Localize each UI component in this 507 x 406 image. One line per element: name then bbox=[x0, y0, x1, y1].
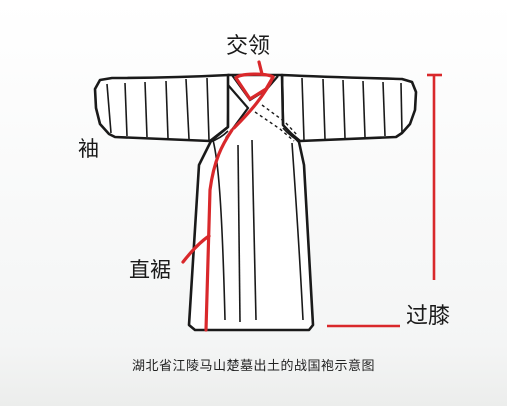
left-sleeve bbox=[93, 73, 231, 143]
body-inner-lines bbox=[209, 127, 304, 323]
label-sleeve: 袖 bbox=[78, 137, 99, 161]
inner-collar-dashed bbox=[254, 104, 299, 142]
label-collar: 交领 bbox=[226, 34, 271, 59]
straight-skirt-highlight bbox=[181, 128, 234, 332]
cross-collar-highlight bbox=[232, 60, 275, 130]
diagram-caption: 湖北省江陵马山楚墓出土的战国袍示意图 bbox=[131, 359, 375, 374]
label-below-knee: 过膝 bbox=[406, 304, 451, 329]
knee-measure bbox=[327, 73, 442, 328]
label-straight-skirt: 直裾 bbox=[129, 258, 171, 282]
right-sleeve bbox=[280, 73, 418, 143]
sleeve-pleats bbox=[106, 77, 403, 141]
